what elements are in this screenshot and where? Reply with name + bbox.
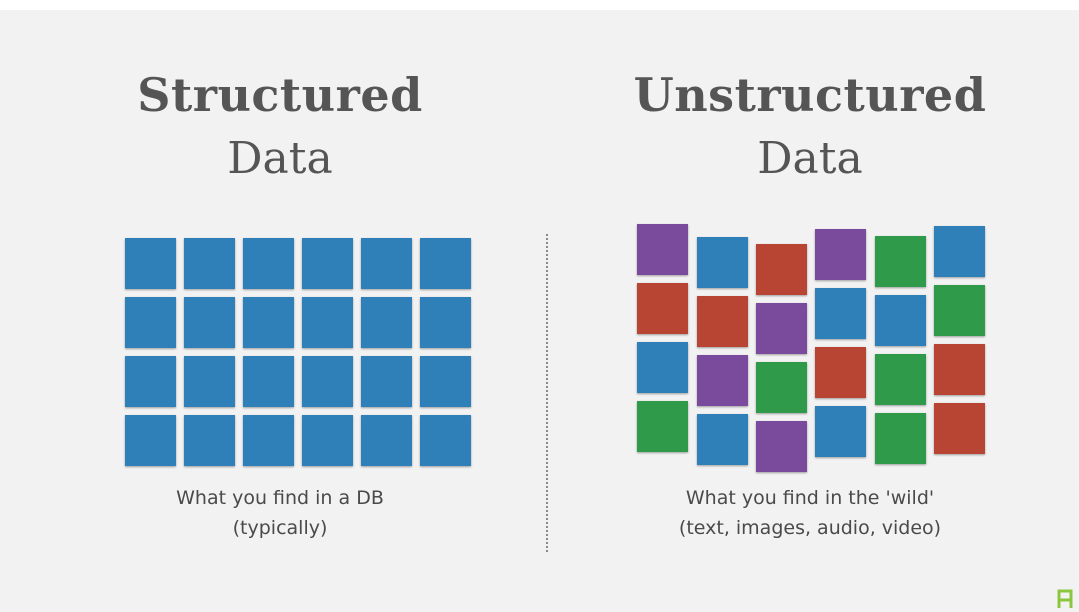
unstructured-title: Unstructured [633, 68, 987, 122]
structured-caption: What you find in a DB (typically) [30, 483, 530, 543]
slide-background: Structured Data What you find in a DB (t… [0, 10, 1079, 612]
unstructured-caption-line1: What you find in the 'wild' [685, 487, 935, 509]
unstructured-subtitle: Data [757, 133, 863, 184]
brand-logo-icon [1057, 589, 1073, 608]
structured-title: Structured [137, 68, 423, 122]
unstructured-caption: What you find in the 'wild' (text, image… [560, 483, 1060, 543]
structured-subtitle: Data [227, 133, 333, 184]
structured-panel: Structured Data What you find in a DB (t… [30, 10, 530, 570]
dotted-divider [546, 234, 548, 552]
unstructured-panel: Unstructured Data What you find in the '… [560, 10, 1060, 570]
structured-caption-line1: What you find in a DB [176, 487, 384, 509]
unstructured-caption-line2: (text, images, audio, video) [678, 517, 942, 539]
structured-caption-line2: (typically) [232, 517, 328, 539]
